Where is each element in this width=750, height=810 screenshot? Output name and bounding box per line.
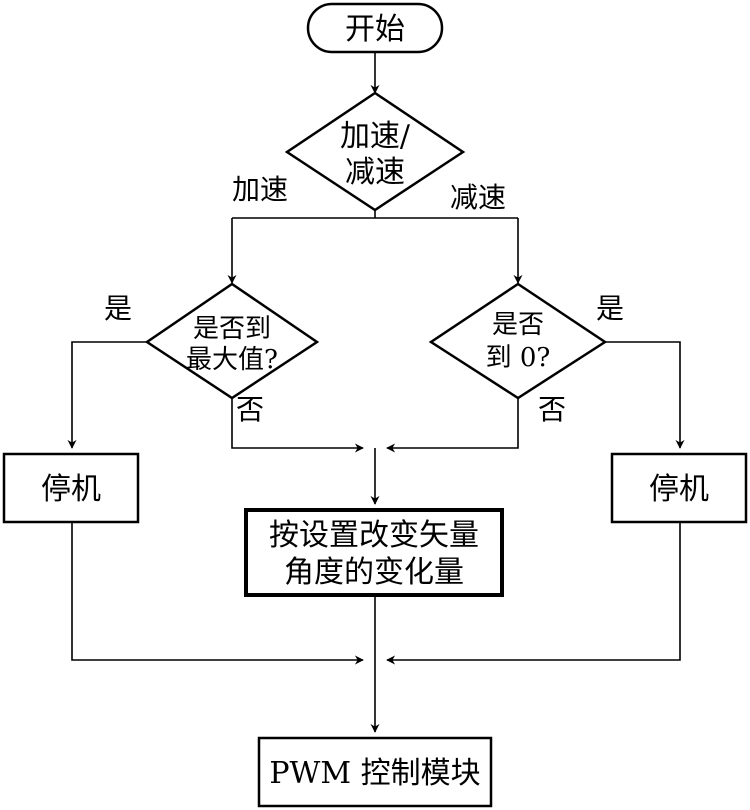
decision-mode: 加速/ 减速 [284, 91, 466, 212]
stop-right-label: 停机 [649, 472, 709, 507]
start-label: 开始 [345, 12, 405, 47]
start-node: 开始 [306, 2, 444, 54]
pwm-node: PWM 控制模块 [257, 736, 493, 808]
decision-max: 是否到 最大值? [144, 282, 320, 400]
process-angle-node: 按设置改变矢量 角度的变化量 [244, 508, 504, 597]
stop-left-node: 停机 [2, 452, 140, 524]
decision-mode-line2: 减速 [345, 155, 405, 190]
edge-label-zero-no: 否 [538, 393, 566, 426]
decision-zero: 是否 到 0? [428, 282, 608, 400]
decision-max-line2: 最大值? [186, 345, 278, 375]
edge-zero-yes [605, 341, 685, 449]
decision-max-line1: 是否到 [193, 314, 271, 344]
edge-label-accelerate: 加速 [232, 173, 288, 206]
process-angle-line2: 角度的变化量 [284, 555, 464, 590]
decision-zero-line1: 是否 [492, 310, 544, 340]
decision-mode-line1: 加速/ [340, 119, 411, 154]
edge-stop-right-to-merge [386, 522, 681, 665]
process-angle-line1: 按设置改变矢量 [269, 518, 479, 553]
edge-label-max-yes: 是 [104, 292, 132, 325]
edge-label-zero-yes: 是 [596, 292, 624, 325]
pwm-label: PWM 控制模块 [269, 756, 480, 791]
edge-stop-left-to-merge [71, 522, 364, 665]
stop-left-label: 停机 [41, 472, 101, 507]
edge-label-max-no: 否 [236, 393, 264, 426]
edge-max-yes [67, 341, 147, 449]
edge-max-no [231, 398, 364, 453]
edge-zero-no [386, 398, 519, 453]
stop-right-node: 停机 [610, 452, 748, 524]
decision-zero-line2: 到 0? [486, 343, 551, 373]
edge-label-decelerate: 减速 [450, 181, 506, 214]
